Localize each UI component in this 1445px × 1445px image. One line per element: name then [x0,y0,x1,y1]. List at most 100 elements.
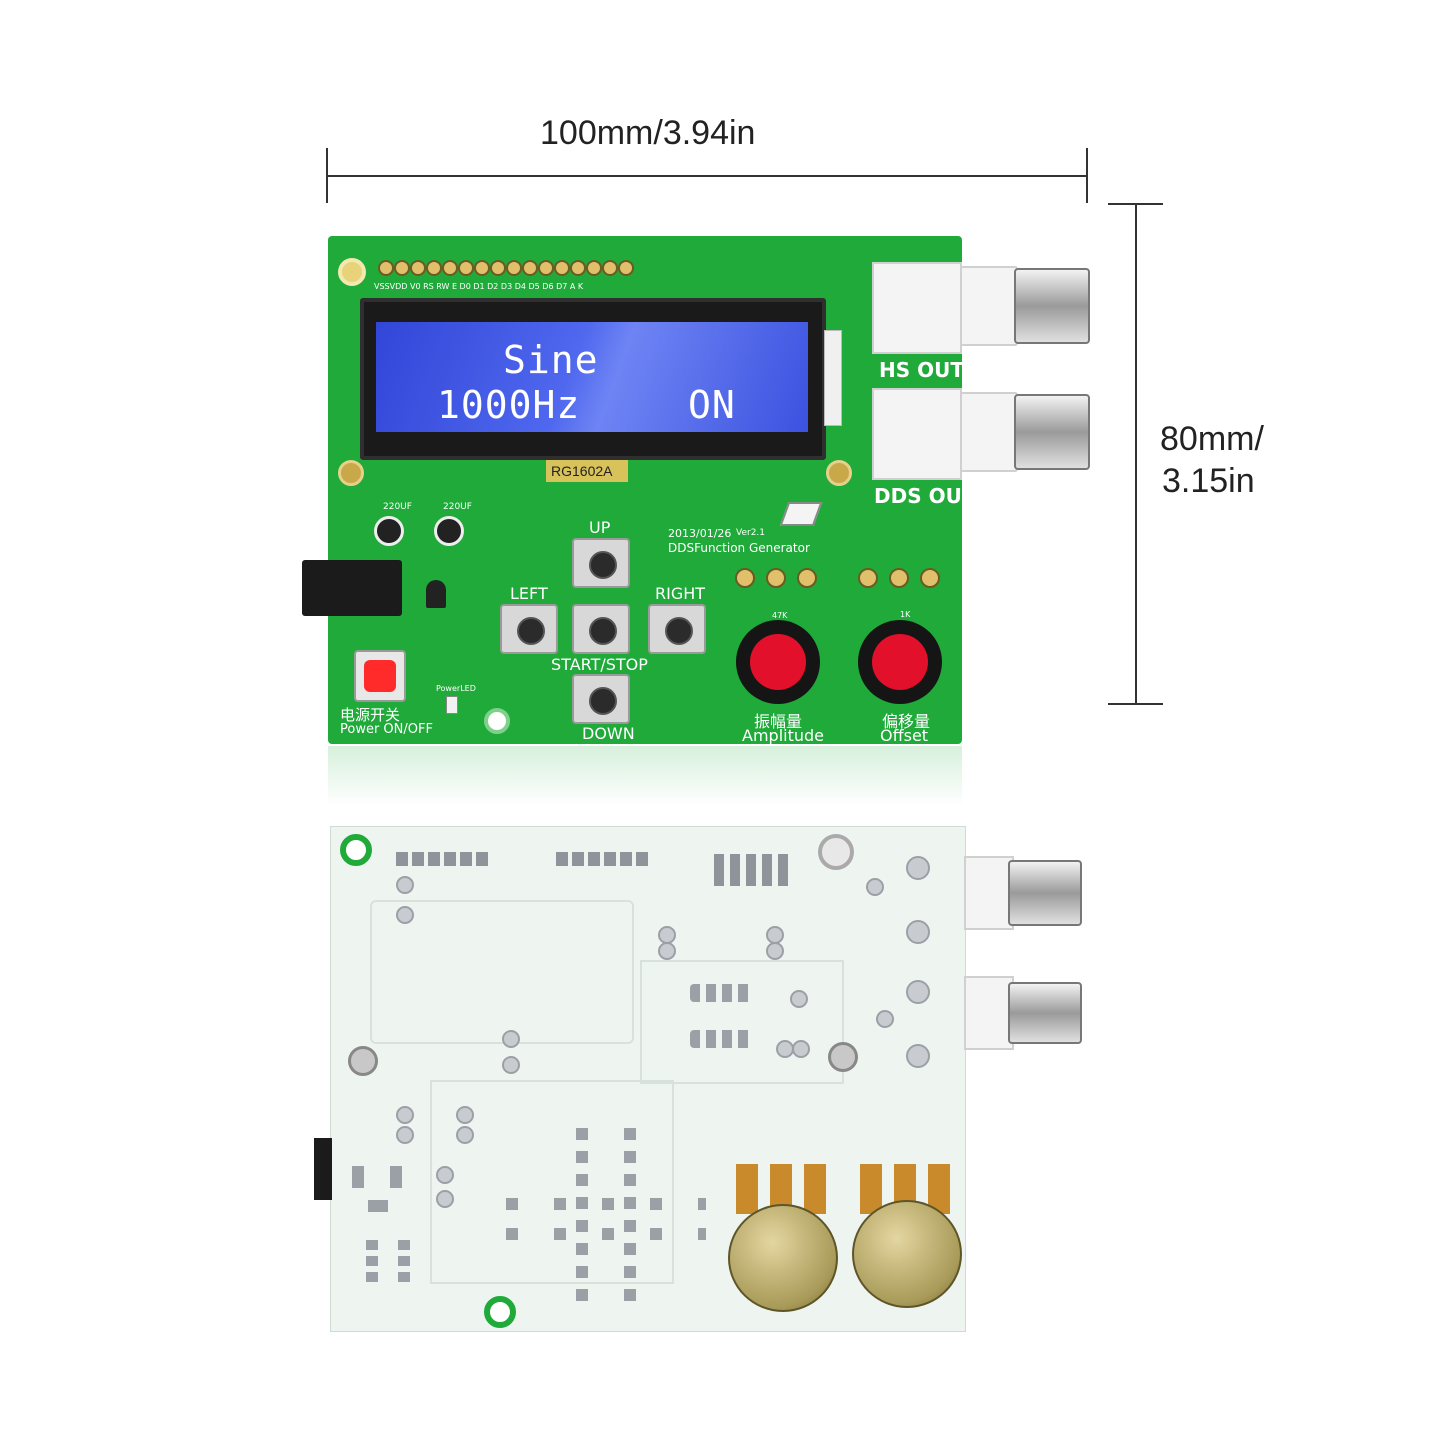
via [906,856,930,880]
pad [858,568,878,588]
hs-out-bnc-metal [1014,268,1090,344]
via [876,1010,894,1028]
power-switch[interactable] [354,650,406,702]
right-label: RIGHT [655,584,706,603]
via [502,1056,520,1074]
down-label: DOWN [582,724,635,743]
back-screw-right [828,1042,858,1072]
regulator [426,580,446,608]
back-trace [640,960,844,1084]
back-pad-cluster [368,1200,388,1212]
power-switch-cap[interactable] [364,660,396,692]
height-tick-top [1108,203,1163,205]
right-button[interactable] [648,604,706,654]
via [866,878,884,896]
back-mount-hole-top [340,834,372,866]
via [906,980,930,1004]
left-button[interactable] [500,604,558,654]
lcd-line2-left: 1000Hz [437,383,581,427]
width-line [326,175,1088,177]
via [436,1166,454,1184]
back-bnc-thread-top [964,856,1014,930]
via [766,942,784,960]
amplitude-res-label: 47K [772,611,788,620]
power-led [446,696,458,714]
width-dimension [326,148,1088,203]
up-label: UP [589,518,611,537]
pad [920,568,940,588]
pad [889,568,909,588]
dds-out-connector-thread [960,392,1018,472]
pad [797,568,817,588]
center-button[interactable] [572,604,630,654]
back-dc-jack [314,1138,332,1200]
board-date: 2013/01/26 [668,527,732,540]
width-tick-right [1086,148,1088,203]
offset-knob[interactable] [858,620,942,704]
back-square-pads [506,1198,706,1240]
lcd-screw-left [338,460,364,486]
back-mount-hole-right [818,834,854,870]
offset-res-label: 1K [900,610,911,619]
capacitor-1 [374,516,404,546]
lcd-screw-right [826,460,852,486]
back-ic-pads [690,1030,752,1048]
via [658,942,676,960]
via [502,1030,520,1048]
pin-header [378,258,642,278]
board-version: Ver2.1 [736,528,766,538]
via [396,1126,414,1144]
back-pad-row [556,852,652,866]
lcd-model-plate [546,460,628,482]
dc-jack [302,560,402,616]
back-bnc-thread-bottom [964,976,1014,1050]
back-ic-pads [690,984,752,1002]
lcd-line1: Sine [503,338,599,382]
back-pad-cluster [352,1166,408,1188]
height-label-line1: 80mm/ [1160,420,1264,458]
height-label-line2: 3.15in [1162,462,1255,500]
back-screw-left [348,1046,378,1076]
amplitude-knob[interactable] [736,620,820,704]
back-bnc-metal-top [1008,860,1082,926]
capacitor-2 [434,516,464,546]
mount-hole-bottom-left [484,708,510,734]
amplitude-label-en: Amplitude [742,726,824,745]
back-pad-row [396,852,492,866]
height-dimension [1108,203,1163,705]
back-mount-hole-bottom [484,1296,516,1328]
capacitor-1-label: 220UF [383,502,412,512]
via [792,1040,810,1058]
power-switch-label-en: Power ON/OFF [340,722,433,737]
via [436,1190,454,1208]
height-line [1135,203,1137,705]
via [456,1126,474,1144]
offset-label-en: Offset [880,726,929,745]
hs-out-connector-thread [960,266,1018,346]
dds-out-connector-body [872,388,962,480]
width-label: 100mm/3.94in [540,114,756,152]
via [906,920,930,944]
back-trace [430,1080,674,1284]
via [790,990,808,1008]
back-pad-cluster [366,1240,410,1284]
dds-out-label: DDS OUT [874,484,976,508]
hs-out-connector-body [872,262,962,354]
via [906,1044,930,1068]
power-switch-label-cn: 电源开关 [340,706,401,724]
power-led-label: PowerLED [436,684,476,693]
lcd-model-label: RG1602A [551,463,613,479]
pin-header-label: VSSVDD V0 RS RW E D0 D1 D2 D3 D4 D5 D6 D… [374,282,584,291]
back-pad-grid [714,854,790,886]
back-pot-left [728,1204,838,1312]
hs-out-label: HS OUT [879,358,964,382]
offset-label-cn: 偏移量 [882,712,931,731]
up-button[interactable] [572,538,630,588]
lcd-line2-right: ON [688,383,736,427]
width-tick-left [326,148,328,203]
down-button[interactable] [572,674,630,724]
via [396,1106,414,1124]
front-board-reflection [328,746,962,806]
via [396,876,414,894]
capacitor-2-label: 220UF [443,502,472,512]
